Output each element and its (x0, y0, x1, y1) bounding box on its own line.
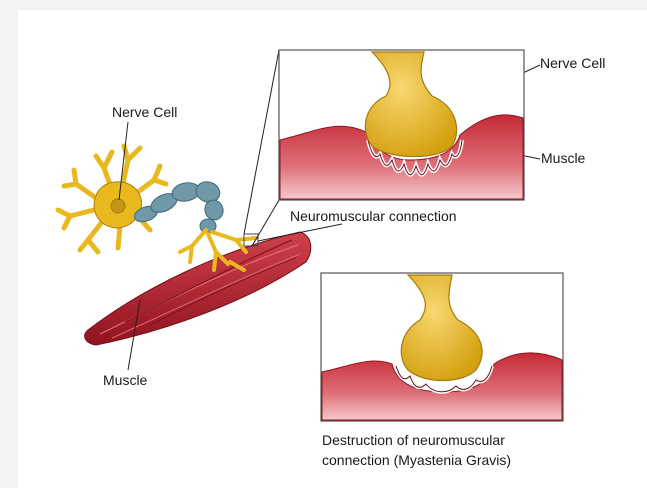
label-muscle: Muscle (103, 372, 147, 388)
zoom-destroyed-connection (321, 273, 563, 421)
nerve-cell-body (58, 146, 166, 252)
label-neuromuscular-connection: Neuromuscular connection (290, 208, 457, 224)
label-nerve-cell: Nerve Cell (112, 104, 177, 120)
label-nerve-cell-zoom: Nerve Cell (540, 55, 605, 71)
label-destruction-line1: Destruction of neuromuscular (322, 432, 505, 448)
label-destruction-line2: connection (Myastenia Gravis) (322, 452, 511, 468)
zoom-normal-connection (279, 50, 524, 200)
label-muscle-zoom: Muscle (541, 150, 585, 166)
